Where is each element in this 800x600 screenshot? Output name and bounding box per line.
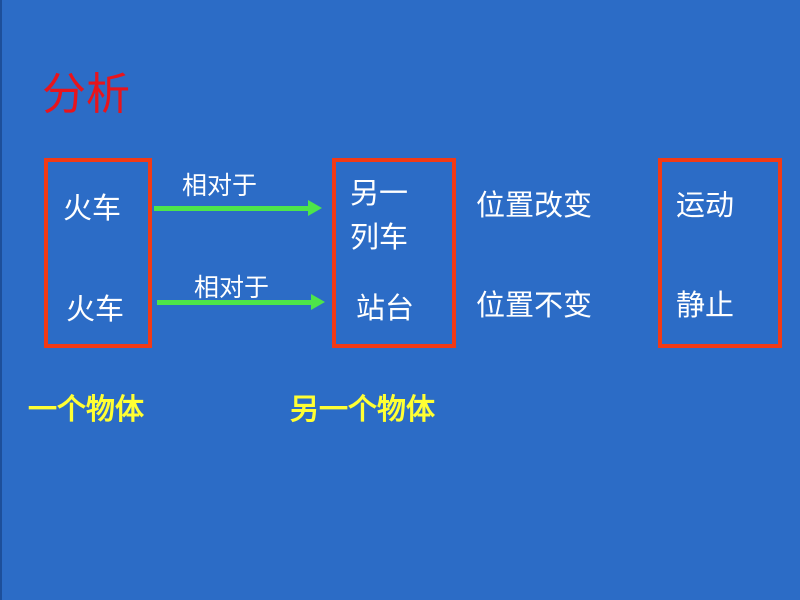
- caption-middle: 另一个物体: [290, 392, 436, 426]
- state-top: 位置改变: [476, 188, 593, 222]
- result-bottom: 静止: [676, 288, 735, 322]
- arrow-top-label: 相对于: [182, 171, 258, 200]
- arrow-top: [154, 200, 322, 216]
- slide-title: 分析: [42, 69, 130, 120]
- result-top: 运动: [676, 188, 735, 222]
- slide-edge: [0, 0, 2, 600]
- reference-top-line1: 另一: [350, 176, 409, 210]
- reference-bottom: 站台: [356, 291, 415, 325]
- arrow-bottom: [157, 294, 325, 310]
- result-box: [658, 158, 782, 348]
- reference-box: [332, 158, 456, 348]
- state-bottom: 位置不变: [476, 288, 593, 322]
- subject-bottom: 火车: [66, 292, 125, 326]
- reference-top-line2: 列车: [350, 220, 409, 254]
- arrow-bottom-label: 相对于: [194, 273, 270, 302]
- caption-left: 一个物体: [28, 392, 145, 426]
- subject-top: 火车: [63, 191, 122, 225]
- subject-box: [44, 158, 152, 348]
